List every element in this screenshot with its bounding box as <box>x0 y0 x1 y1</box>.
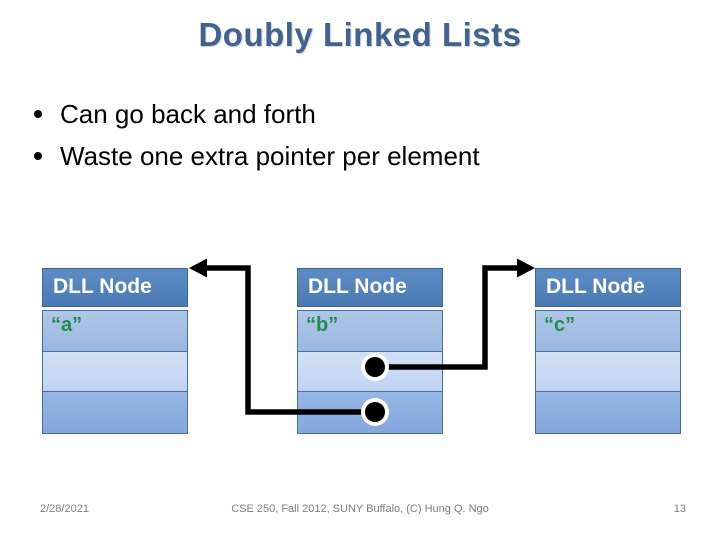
node-next-pointer-cell <box>43 351 187 392</box>
node-value-cell: “c” <box>536 311 680 351</box>
footer-date: 2/28/2021 <box>40 503 89 515</box>
node-prev-pointer-cell <box>298 392 442 433</box>
bullet-item: Can go back and forth <box>30 97 700 131</box>
node-prev-pointer-cell <box>536 392 680 433</box>
node-body: “c” <box>535 310 681 434</box>
next-pointer-arrowhead-icon <box>517 258 535 278</box>
node-value-cell: “b” <box>298 311 442 351</box>
node-prev-pointer-cell <box>43 392 187 433</box>
dll-node-a: DLL Node “a” <box>42 268 188 434</box>
bullet-item: Waste one extra pointer per element <box>30 139 700 173</box>
dll-node-c: DLL Node “c” <box>535 268 681 434</box>
dll-node-b: DLL Node “b” <box>297 268 443 434</box>
node-header: DLL Node <box>42 268 188 307</box>
node-body: “a” <box>42 310 188 434</box>
node-value-cell: “a” <box>43 311 187 351</box>
node-next-pointer-cell <box>298 351 442 392</box>
bullet-text: Can go back and forth <box>60 99 316 129</box>
footer-page-number: 13 <box>673 503 686 515</box>
node-header: DLL Node <box>297 268 443 307</box>
bullet-dot-icon <box>34 152 42 160</box>
bullet-text: Waste one extra pointer per element <box>60 141 480 171</box>
node-next-pointer-cell <box>536 351 680 392</box>
bullet-dot-icon <box>34 110 42 118</box>
node-body: “b” <box>297 310 443 434</box>
slide-title: Doubly Linked Lists <box>198 16 522 53</box>
footer-course: CSE 250, Fall 2012, SUNY Buffalo, (C) Hu… <box>231 503 489 515</box>
node-header: DLL Node <box>535 268 681 307</box>
prev-pointer-arrowhead-icon <box>189 258 207 278</box>
bullet-list: Can go back and forth Waste one extra po… <box>30 97 700 181</box>
